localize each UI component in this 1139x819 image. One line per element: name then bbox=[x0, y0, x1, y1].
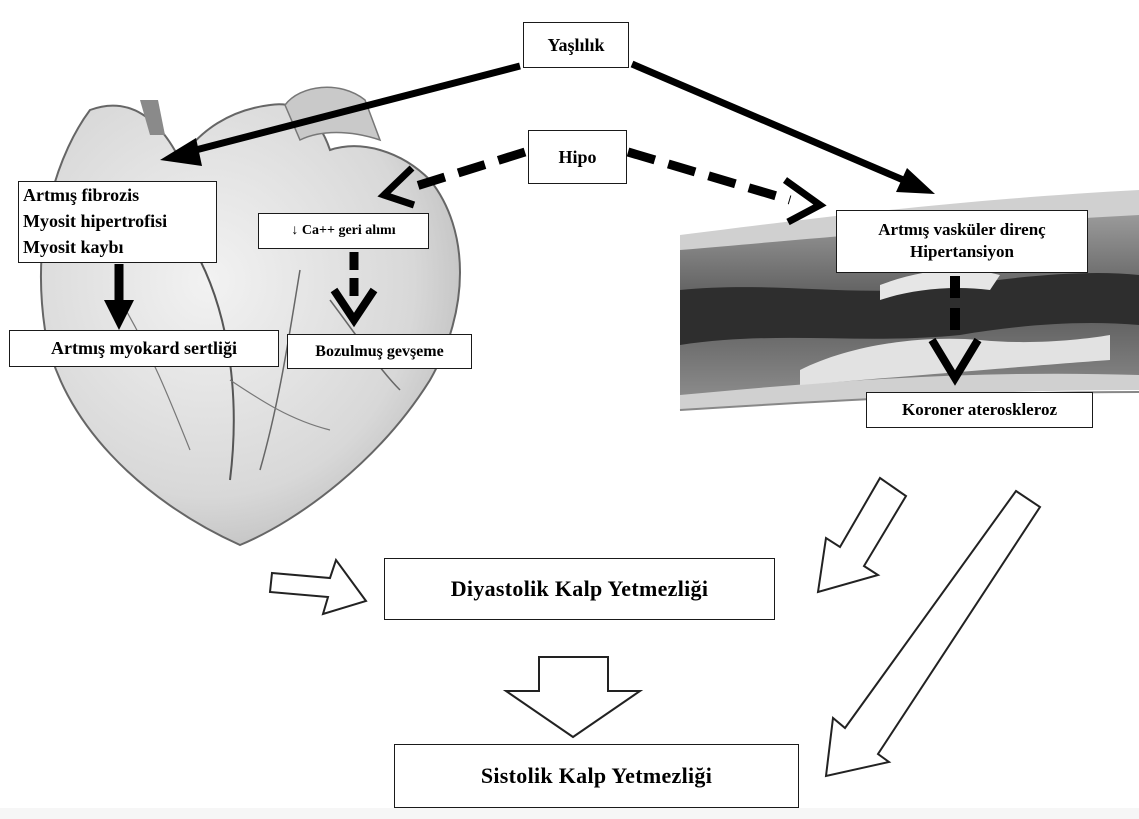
diastolic-hf-box: Diyastolik Kalp Yetmezliği bbox=[384, 558, 775, 620]
yaslilik-label: Yaşlılık bbox=[547, 35, 604, 56]
impaired-relaxation-box: Bozulmuş gevşeme bbox=[287, 334, 472, 369]
diastolic-hf-label: Diyastolik Kalp Yetmezliği bbox=[451, 576, 709, 602]
myocyte-loss-label: Myosit kaybı bbox=[23, 234, 216, 260]
vascular-resistance-box: Artmış vasküler direnç Hipertansiyon bbox=[836, 210, 1088, 273]
myocyte-changes-box: Artmış fibrozis Myosit hipertrofisi Myos… bbox=[18, 181, 217, 263]
calcium-reuptake-box: ↓ Ca++ geri alımı bbox=[258, 213, 429, 249]
calcium-reuptake-label: ↓ Ca++ geri alımı bbox=[291, 223, 395, 239]
myocard-stiffness-box: Artmış myokard sertliği bbox=[9, 330, 279, 367]
hollow-arrows bbox=[270, 478, 1040, 776]
systolic-hf-label: Sistolik Kalp Yetmezliği bbox=[481, 763, 712, 789]
myocard-stiffness-label: Artmış myokard sertliği bbox=[51, 338, 237, 359]
systolic-hf-box: Sistolik Kalp Yetmezliği bbox=[394, 744, 799, 808]
heart-illustration bbox=[41, 87, 460, 545]
impaired-relaxation-label: Bozulmuş gevşeme bbox=[315, 343, 443, 361]
hypertension-label: Hipertansiyon bbox=[837, 241, 1087, 263]
hipo-box: Hipo bbox=[528, 130, 627, 184]
hipo-label: Hipo bbox=[558, 147, 596, 168]
yaslilik-box: Yaşlılık bbox=[523, 22, 629, 68]
coronary-box: Koroner ateroskleroz bbox=[866, 392, 1093, 428]
fibrosis-label: Artmış fibrozis bbox=[23, 182, 216, 208]
vascular-resistance-label: Artmış vasküler direnç bbox=[837, 219, 1087, 241]
coronary-label: Koroner ateroskleroz bbox=[902, 400, 1057, 420]
hypertrophy-label: Myosit hipertrofisi bbox=[23, 208, 216, 234]
